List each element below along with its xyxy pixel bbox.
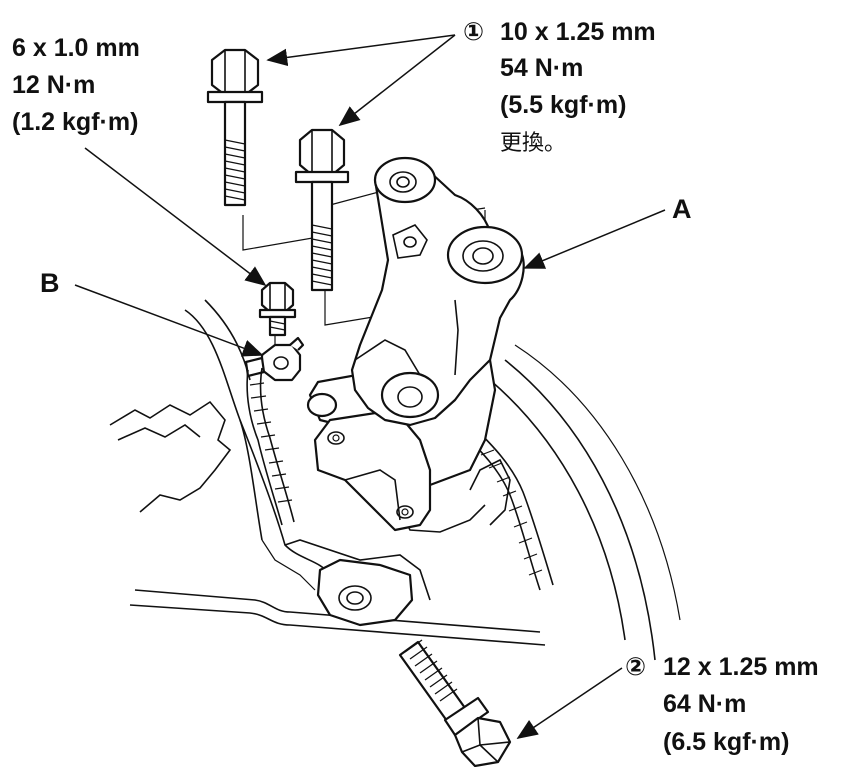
bolt2-torque-kgf: (6.5 kgf·m) (663, 728, 789, 756)
bolt-12x1-25 (316, 558, 512, 767)
bolt1-replace-note: 更換。 (500, 131, 566, 156)
callout-bolt2: ② 12 x 1.25 mm 64 N·m (6.5 kgf·m) (625, 653, 819, 756)
part-label-b: B (40, 268, 60, 298)
engine-background (109, 299, 681, 661)
bolt-small-torque-nm: 12 N·m (12, 71, 95, 99)
bolt-6x1-long (206, 48, 264, 207)
bolt1-torque-nm: 54 N·m (500, 54, 583, 82)
bolt2-torque-nm: 64 N·m (663, 690, 746, 718)
bolt1-torque-kgf: (5.5 kgf·m) (500, 91, 626, 119)
bolt-10x1-25 (294, 128, 350, 292)
callout-bolt1: ① 10 x 1.25 mm 54 N·m (5.5 kgf·m) 更換。 (463, 18, 656, 156)
bolt2-size: 12 x 1.25 mm (663, 653, 819, 681)
leader-lines (74, 34, 666, 739)
bolt1-size: 10 x 1.25 mm (500, 18, 656, 46)
bolt1-number: ① (463, 18, 484, 46)
mount-bracket-a (306, 156, 525, 532)
callout-bolt-small: 6 x 1.0 mm 12 N·m (1.2 kgf·m) (12, 34, 140, 136)
bolt-6x1-short (258, 281, 297, 337)
bolt-small-torque-kgf: (1.2 kgf·m) (12, 108, 138, 136)
part-label-a: A (672, 194, 692, 224)
ground-terminal-b (244, 336, 305, 526)
bolt-small-size: 6 x 1.0 mm (12, 34, 140, 62)
bolt2-number: ② (625, 653, 646, 681)
